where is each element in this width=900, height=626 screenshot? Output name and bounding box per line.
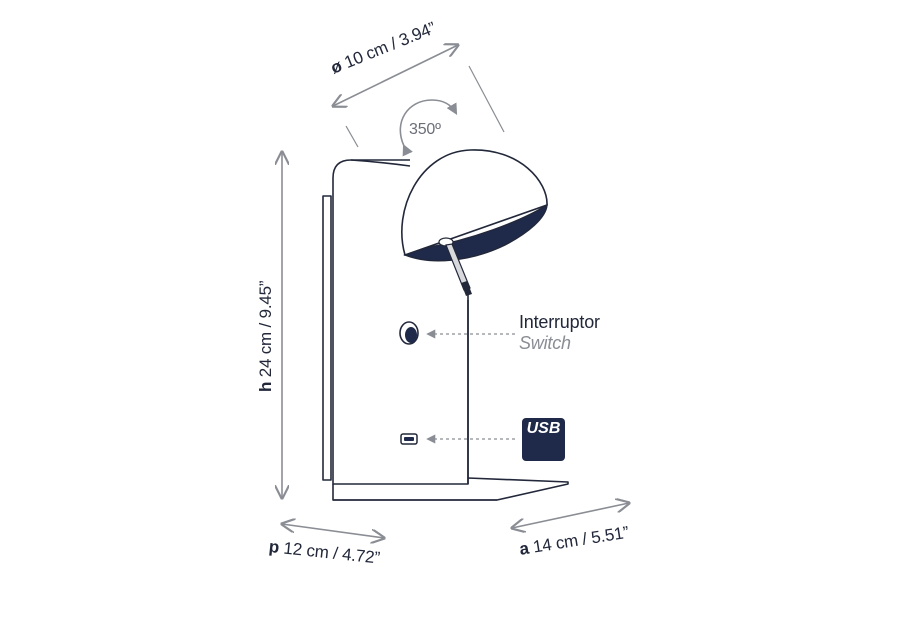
switch-label-secondary: Switch [519,333,571,353]
depth-dimension [282,524,384,538]
panel-top-edge [350,159,411,167]
rotation-arrow-icon [399,99,458,157]
rotation-angle-label: 350º [409,121,441,138]
shade-inner [403,203,548,262]
switch-button-icon [399,321,419,345]
diameter-dimension [333,45,505,148]
usb-badge: USB [522,418,565,461]
lamp-arm [445,243,472,296]
base-plate [332,477,569,501]
height-value: 24 cm / 9.45” [256,280,275,382]
usb-badge-text: USB [526,420,561,437]
switch-label-primary: Interruptor [519,312,600,332]
width-dimension [512,503,629,528]
height-prefix: h [256,381,275,392]
height-label: h 24 cm / 9.45” [256,281,276,392]
usb-port-icon [400,433,418,445]
lamp-head [401,149,548,262]
wall-mount-plate [322,195,332,481]
lamp-body [322,159,569,501]
